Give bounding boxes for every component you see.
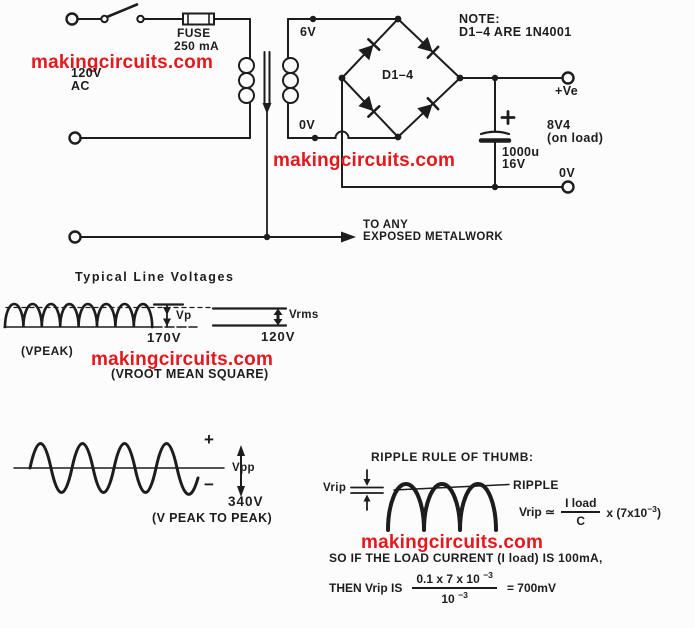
sine-waveform	[13, 442, 245, 497]
ripple-title: RIPPLE RULE OF THUMB:	[371, 450, 534, 464]
vp-arrow-icon	[152, 303, 185, 328]
formula-multiplier: x (7x10−3)	[606, 504, 661, 520]
ripple-formula: Vrip ≃ I load C x (7x10−3)	[519, 496, 661, 528]
diode-d3-icon	[358, 95, 381, 118]
vrms-band	[211, 307, 288, 327]
output-ground-label: 0V	[559, 166, 576, 180]
vpp-label: Vpp	[232, 462, 255, 474]
ripple-waveform	[350, 469, 510, 532]
fuse-rating: 250 mA	[174, 39, 220, 53]
calc-numerator: 0.1 x 7 x 10 −3	[412, 570, 497, 589]
output-condition: (on load)	[547, 131, 604, 145]
plus-sign: +	[204, 430, 215, 449]
minus-sign: −	[204, 475, 215, 494]
vp-value: 170V	[147, 330, 182, 345]
watermark-2: makingcircuits.com	[273, 150, 456, 171]
vrms-arrow-icon	[273, 308, 283, 326]
bridge-label: D1–4	[382, 68, 414, 82]
calc-denominator: 10 −3	[441, 590, 468, 606]
vpp-arrow-icon	[237, 445, 245, 497]
watermark-1: makingcircuits.com	[31, 52, 214, 73]
dc-output-rails	[341, 71, 575, 194]
diode-d1-icon	[358, 38, 381, 61]
vrip-label: Vrip	[323, 482, 347, 494]
capacitor-plus-icon	[500, 110, 516, 125]
calc-fraction: 0.1 x 7 x 10 −3 10 −3	[412, 570, 497, 606]
ripple-pointer-label: RIPPLE	[513, 478, 559, 492]
ripple-calculation: THEN Vrip IS 0.1 x 7 x 10 −3 10 −3 = 700…	[329, 570, 556, 606]
watermark-3: makingcircuits.com	[91, 349, 274, 370]
diode-d4-icon	[417, 96, 440, 120]
vrms-caption: (VROOT MEAN SQUARE)	[111, 367, 269, 381]
ripple-pointer-line	[393, 483, 510, 491]
vrms-label: Vrms	[289, 309, 319, 321]
ripple-conclusion: SO IF THE LOAD CURRENT (I load) IS 100mA…	[329, 551, 603, 565]
input-voltage: 120V	[71, 66, 102, 80]
mains-switch-icon	[65, 3, 184, 26]
calc-result: = 700mV	[506, 581, 556, 595]
note-title: NOTE:	[459, 12, 500, 26]
vpp-caption: (V PEAK TO PEAK)	[152, 511, 273, 525]
vrip-gap-icon	[350, 469, 384, 511]
metalwork-line1: TO ANY	[363, 219, 409, 231]
formula-fraction: I load C	[561, 496, 601, 528]
cap-voltage: 16V	[502, 157, 526, 171]
watermark-4: makingcircuits.com	[361, 532, 544, 553]
cap-value: 1000u	[502, 145, 540, 159]
calc-then-label: THEN Vrip IS	[329, 581, 403, 595]
formula-denominator: C	[576, 514, 586, 528]
diode-d2-icon	[417, 36, 440, 60]
earth-to-metalwork-wire	[68, 103, 356, 244]
formula-lhs: Vrip ≃	[519, 505, 556, 519]
input-type: AC	[71, 79, 90, 93]
output-voltage: 8V4	[547, 118, 571, 132]
tap-6v-label: 6V	[300, 25, 317, 39]
vpeak-waveform	[3, 302, 288, 329]
bridge-rectifier-icon	[338, 15, 464, 141]
capacitor-icon	[478, 77, 516, 188]
transformer-icon	[68, 18, 299, 145]
vrms-value: 120V	[261, 329, 296, 344]
vpp-value: 340V	[228, 494, 264, 509]
line-voltages-title: Typical Line Voltages	[75, 270, 235, 284]
note-body: D1–4 ARE 1N4001	[459, 25, 572, 39]
fuse-label: FUSE	[177, 26, 211, 40]
fuse-icon	[182, 12, 251, 26]
vp-label: Vp	[176, 310, 192, 322]
output-positive-label: +Ve	[555, 84, 579, 98]
formula-numerator: I load	[561, 496, 601, 513]
vp-caption: (VPEAK)	[21, 344, 74, 358]
tap-0v-label: 0V	[299, 118, 316, 132]
metalwork-line2: EXPOSED METALWORK	[363, 231, 504, 243]
